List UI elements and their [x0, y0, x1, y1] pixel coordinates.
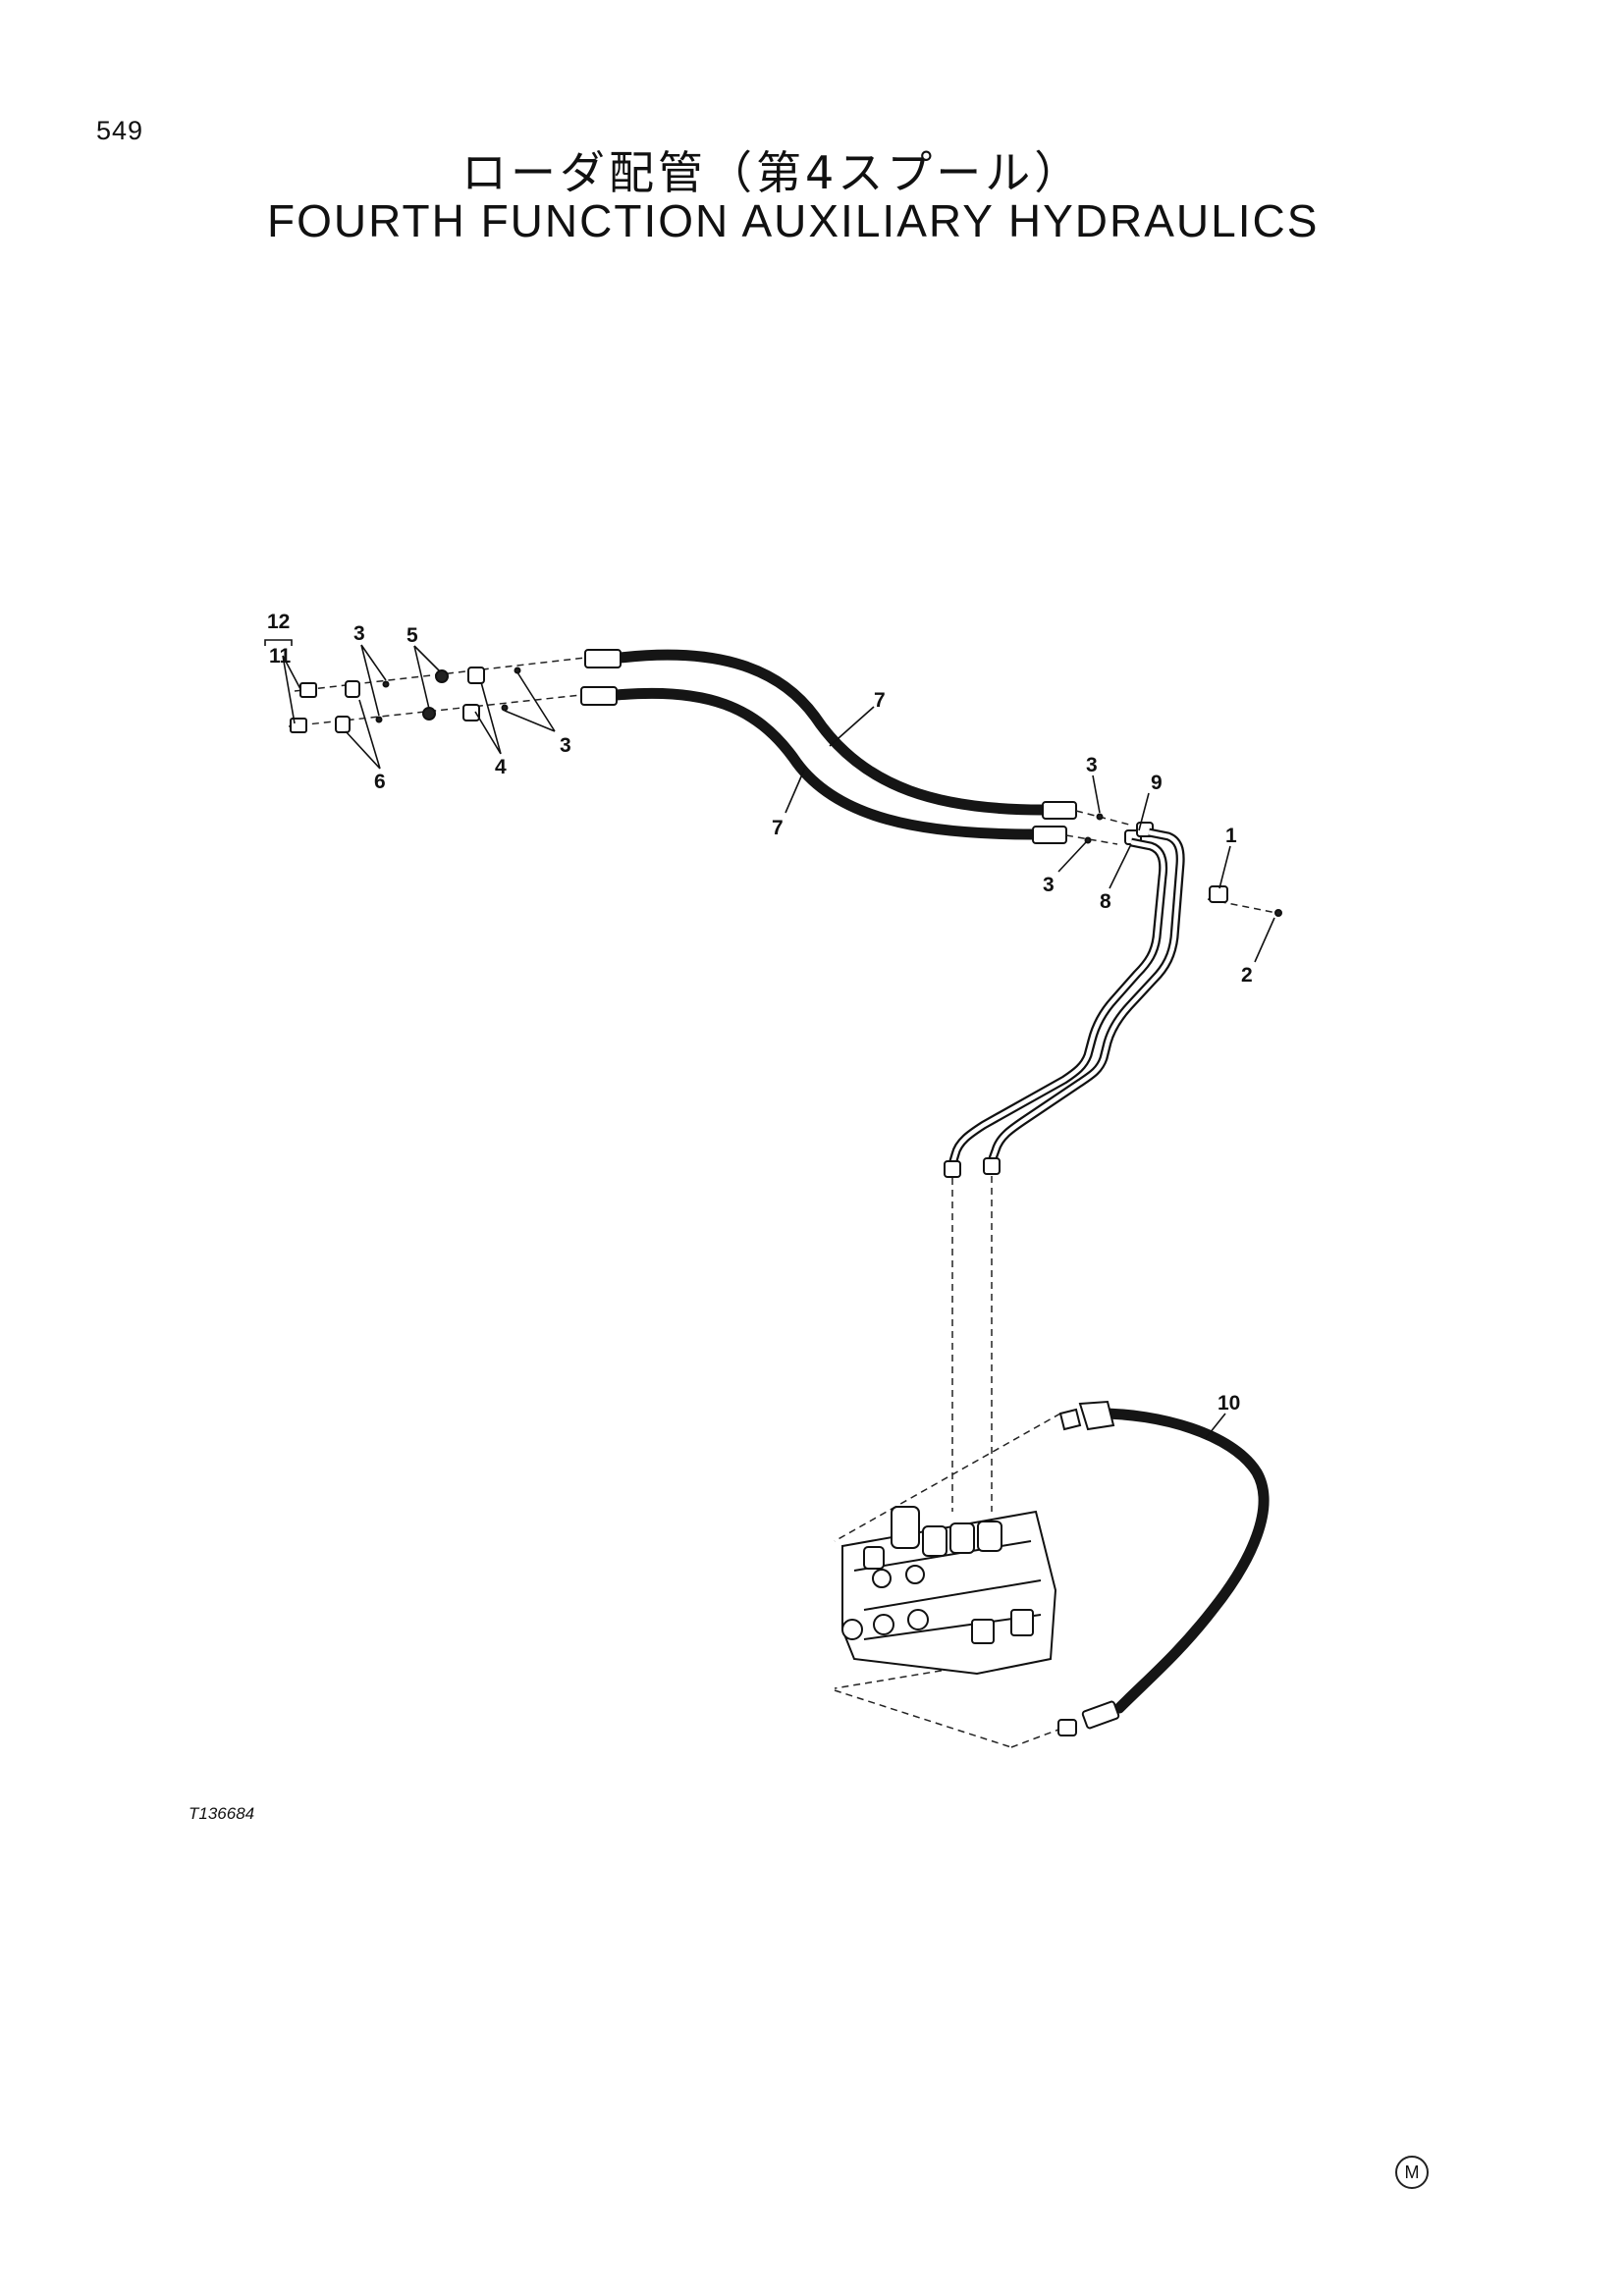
hose-7-upper	[584, 649, 1077, 820]
callout-6: 6	[374, 771, 386, 793]
callout-12: 12	[267, 611, 290, 633]
left-fittings	[288, 657, 586, 733]
figure-code: T136684	[189, 1804, 255, 1823]
hose-7-lower	[580, 686, 1067, 844]
callout-9: 9	[1151, 772, 1163, 794]
callout-2: 2	[1241, 964, 1253, 987]
callout-7: 7	[874, 689, 886, 712]
leader-lines	[264, 639, 1275, 1439]
callout-11: 11	[269, 645, 292, 667]
control-valve	[834, 1413, 1061, 1748]
right-fittings	[1065, 810, 1282, 917]
steel-tubes	[944, 828, 1185, 1512]
callout-3: 3	[1043, 874, 1055, 896]
callout-3: 3	[560, 734, 571, 757]
callout-3: 3	[353, 622, 365, 645]
title-english: FOURTH FUNCTION AUXILIARY HYDRAULICS	[267, 195, 1320, 246]
corner-mark: M	[1395, 2156, 1429, 2189]
hose-10	[1057, 1400, 1270, 1736]
callout-7: 7	[772, 817, 784, 839]
callout-1: 1	[1225, 825, 1237, 847]
callout-5: 5	[406, 624, 418, 647]
callout-8: 8	[1100, 890, 1111, 913]
callout-4: 4	[495, 756, 507, 778]
title-japanese: ローダ配管（第4スプール）	[461, 146, 1084, 199]
callout-10: 10	[1218, 1392, 1240, 1415]
page-number: 549	[96, 116, 144, 145]
callout-3: 3	[1086, 754, 1098, 776]
